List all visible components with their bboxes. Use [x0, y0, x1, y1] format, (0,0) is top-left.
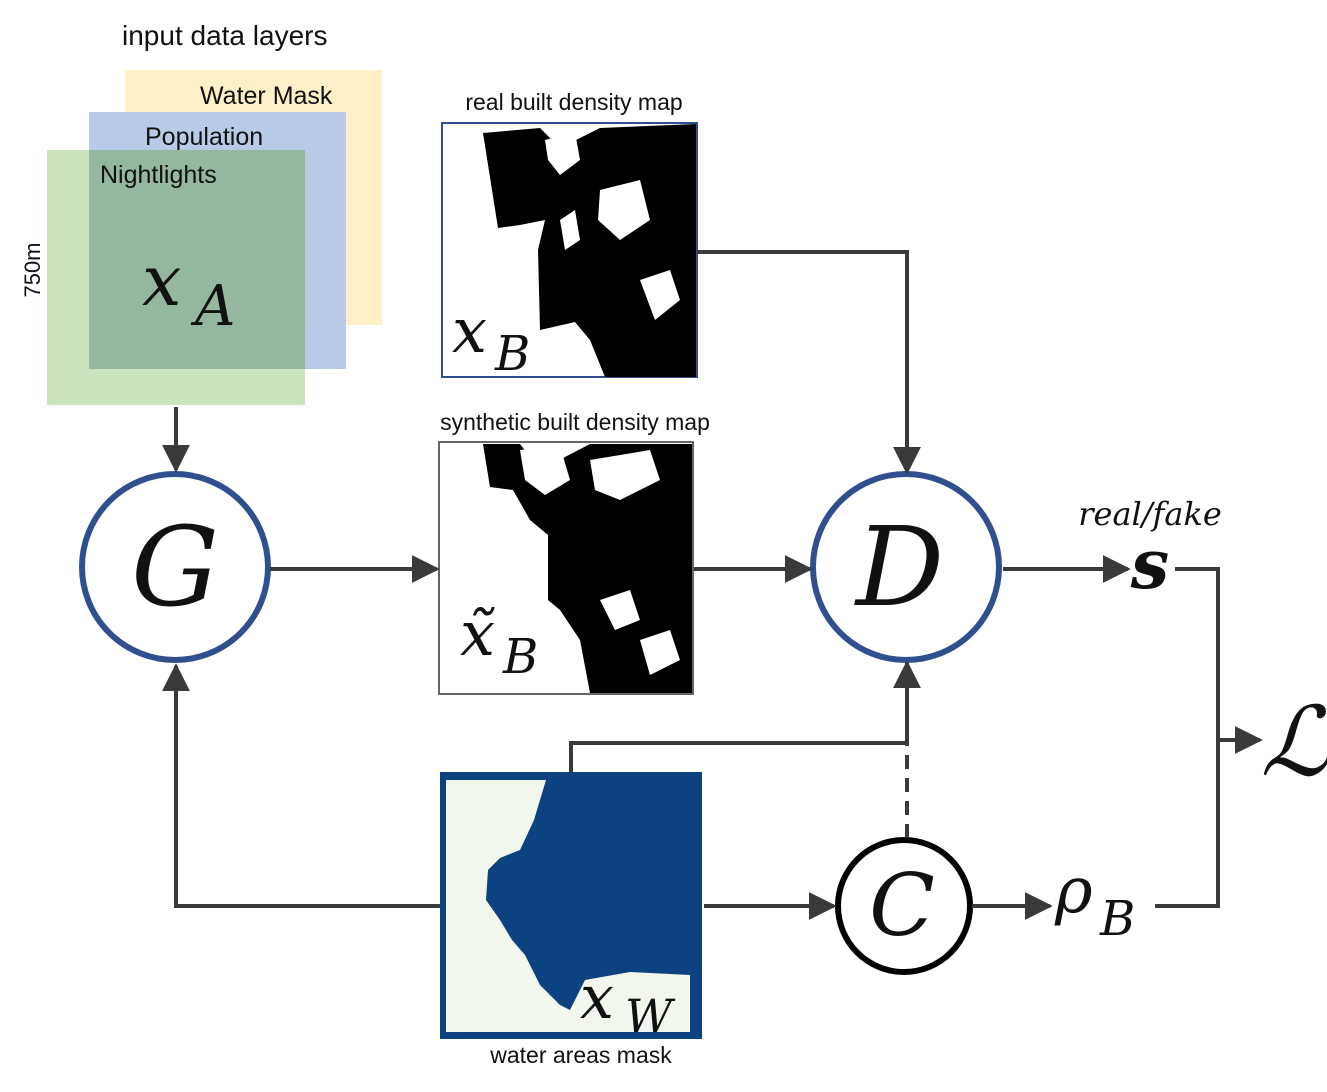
loss-combine-line	[1155, 567, 1220, 908]
classifier-circle	[835, 837, 973, 975]
input-symbol-base: x	[142, 240, 181, 322]
input-symbol-sub: A	[190, 274, 235, 339]
synthetic-map-caption: synthetic built density map	[440, 409, 710, 435]
discriminator-node: D	[810, 471, 1002, 663]
loss-symbol: ℒ	[1260, 686, 1327, 798]
real-map-symbol-sub: B	[494, 326, 530, 382]
synthetic-map-symbol-sub: B	[502, 629, 538, 685]
generator-node: G	[79, 471, 271, 663]
arrow-watermask-to-generator	[162, 663, 440, 908]
generator-label: G	[131, 503, 219, 631]
water-mask-caption: water areas mask	[489, 1042, 672, 1068]
input-layer-stack: Water Mask Population Nightlights x A 75…	[20, 70, 382, 405]
layer-overlap-region	[89, 150, 305, 369]
input-layers-title: input data layers	[122, 20, 327, 51]
synthetic-map-open-patches	[520, 446, 680, 675]
synthetic-density-map: synthetic built density map x̃ B	[438, 409, 710, 695]
synthetic-map-built-area	[483, 444, 692, 693]
rho-symbol-base: ρ	[1054, 854, 1093, 928]
water-mask-land-area	[446, 780, 690, 1032]
nightlights-layer-label: Nightlights	[100, 161, 217, 189]
real-map-built-area	[483, 124, 696, 377]
scale-label: 750m	[20, 242, 45, 297]
arrow-watermask-to-discriminator	[569, 660, 921, 772]
real-map-open-patches	[545, 132, 680, 320]
discriminator-label: D	[854, 503, 944, 631]
connectors	[162, 250, 1263, 920]
classifier-label: C	[869, 856, 935, 956]
real-map-caption: real built density map	[465, 89, 682, 115]
water-mask-layer-label: Water Mask	[200, 82, 333, 110]
real-map-symbol-base: x	[452, 294, 487, 367]
arrow-real-to-discriminator	[697, 250, 921, 475]
water-areas-mask: x W water areas mask	[440, 772, 702, 1068]
real-fake-label: real/fake	[1078, 495, 1222, 533]
rho-symbol-sub: B	[1099, 891, 1135, 947]
water-mask-symbol-sub: W	[625, 989, 676, 1043]
score-symbol: s	[1130, 525, 1169, 605]
synthetic-map-symbol-base: x̃	[460, 597, 495, 670]
classifier-node: C	[835, 837, 973, 975]
population-layer-label: Population	[145, 123, 263, 151]
real-density-map: real built density map x B	[441, 89, 698, 382]
water-mask-symbol-base: x	[580, 963, 614, 1033]
generator-circle	[79, 471, 271, 663]
